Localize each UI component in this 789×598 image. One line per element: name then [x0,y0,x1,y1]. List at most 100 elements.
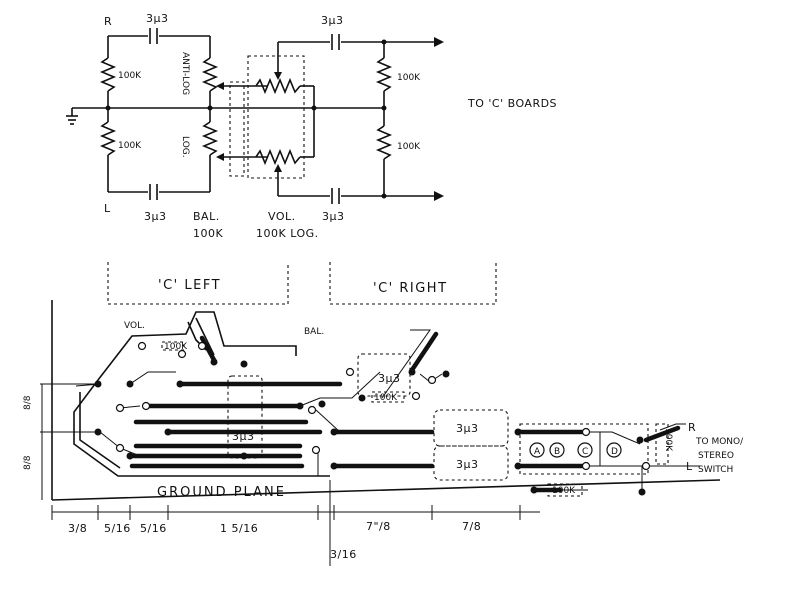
pad [638,488,646,496]
bal-label-pcb: BAL. [304,327,324,337]
label-r: R [104,15,112,28]
hole [411,391,421,401]
dim-label: 5/16 [104,522,131,535]
dim-label: 1 5/16 [220,522,258,535]
to-boards-label: TO 'C' BOARDS [467,97,557,110]
node-c-label: C [582,447,588,457]
pot-anti-log-label: ANTI-LOG [180,52,190,95]
board-brackets: 'C' LEFT 'C' RIGHT [107,262,497,305]
ground-track [79,392,121,469]
ground-track [73,379,330,477]
resistor-top-left [99,57,117,92]
track [195,317,215,356]
res-bottom-right-label: 100K [397,142,421,152]
pad [318,400,326,408]
pad [126,452,134,460]
wiper-arrow [216,82,224,90]
track [129,371,176,385]
node-b-circle [549,442,565,458]
cap-bottom-left-label: 3μ3 [144,210,167,223]
junction-dot [381,39,387,45]
ground-plane-line [51,479,721,501]
resistor-outline [655,423,669,465]
hole [307,405,317,415]
res-top-right-label: 100K [397,73,421,83]
vol-pot-top [255,77,301,95]
cap-a-label: 3μ3 [232,430,255,443]
dim-label: 7"/8 [366,520,391,533]
node-d-label: D [611,447,618,457]
capacitor-outline [433,409,509,447]
to-switch-line-3: SWITCH [698,465,733,475]
dim-label: 3/16 [330,548,357,561]
output-r-label: R [688,421,696,434]
pad [240,360,248,368]
to-switch-line-1: TO MONO/ [695,437,744,447]
dim-label: 5/16 [140,522,167,535]
wiper-arrow [274,164,282,172]
bal-value: 100K [193,227,223,240]
cap-top-left-label: 3μ3 [146,12,169,25]
pad [358,394,366,402]
pad [408,368,416,376]
output-arrow-top [434,37,444,47]
track [299,371,381,407]
dim-label: 3/8 [68,522,87,535]
board-bracket-right [329,262,497,305]
capacitor-outline [227,375,263,459]
capacitor-outline [357,353,411,397]
pad [530,486,538,494]
hole [427,375,437,385]
res-top-left-label: 100K [118,71,142,81]
track [659,423,686,431]
label-l: L [104,202,111,215]
hole [115,443,125,453]
pad [514,428,522,436]
node-a-label: A [534,447,541,457]
cap-b-label: 3μ3 [378,372,401,385]
hole [581,461,591,471]
res-c-label: 100K [552,486,576,496]
res-bottom-left-label: 100K [118,141,142,151]
hole [311,445,321,455]
hole [115,403,125,413]
node-a-circle [529,442,545,458]
cap-top-right-label: 3μ3 [321,14,344,27]
junction-dot [381,105,387,111]
board-bracket-left [107,262,289,305]
res-a-label: 100K [164,342,188,352]
track [409,331,439,373]
capacitor-outline [433,445,509,481]
pot-log [201,121,219,156]
track [582,431,641,445]
wiper-arrow [274,72,282,80]
junction-dot [311,105,317,111]
pad [636,436,644,444]
cap-d-label: 3μ3 [456,458,479,471]
pad [240,452,248,460]
resistor-outline [547,483,583,497]
resistor-vol [161,341,185,351]
vol-label-pcb: VOL. [124,321,145,331]
resistor-top-right [375,57,393,92]
pad [164,428,172,436]
resistor-outline [371,391,405,403]
pad [126,380,134,388]
dim-left-bottom: 8/8 [23,455,33,470]
vol-pot-bottom [255,148,301,166]
pot-log-label: LOG. [180,136,190,158]
switch-outline [519,423,649,475]
junction-dot [381,193,387,199]
pad [442,370,450,378]
junction-dot [207,105,213,111]
hole [345,367,355,377]
cap-bottom-right-label: 3μ3 [322,210,345,223]
vol-label: VOL. [268,210,296,223]
board-left-label: 'C' LEFT [158,278,221,293]
track [199,335,217,363]
resistor-bottom-right [375,125,393,160]
node-b-label: B [554,447,560,457]
res-b-label: 100K [374,393,398,403]
